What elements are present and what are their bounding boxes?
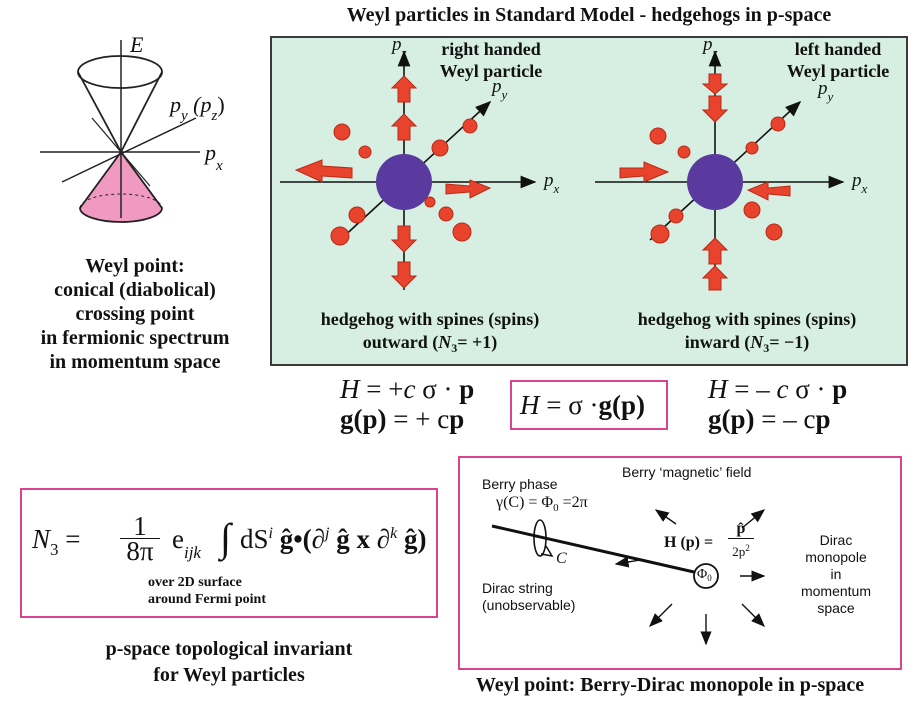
left-caption-line2: inward (N3= −1) — [684, 332, 810, 355]
over-line1: over 2D surface — [148, 575, 242, 590]
integral-sign: ∫ — [220, 515, 231, 560]
monopole-circle — [693, 563, 719, 589]
left-pz-sub: z — [712, 45, 718, 60]
right-hedgehog-caption: hedgehog with spines (spins) outward (N3… — [300, 308, 560, 360]
main-title: Weyl particles in Standard Model - hedge… — [346, 4, 832, 26]
right-title-line1: right handed — [441, 39, 541, 59]
invariant-box — [20, 488, 438, 618]
cone-axis-px: px — [205, 140, 223, 175]
cone-py-sub: y — [181, 108, 188, 124]
dirac-monopole-label: Dirac monopole in momentum space — [800, 532, 872, 616]
invariant-denominator: 8π — [126, 536, 154, 566]
cone-pz-paren: (p — [193, 92, 212, 117]
right-handed-title: right handed Weyl particle — [426, 38, 556, 82]
left-pz-label: pz — [703, 34, 718, 61]
cone-py: p — [170, 92, 181, 117]
left-px-sub: x — [861, 181, 868, 196]
center-hamiltonian: H = σ ·g(p) — [520, 390, 646, 420]
cone-pz-sub: z — [211, 108, 218, 124]
left-title-line2: Weyl particle — [786, 61, 890, 81]
right-py-sub: y — [501, 87, 508, 102]
invariant-caption-line2: for Weyl particles — [153, 664, 305, 686]
left-px-label: px — [852, 170, 867, 197]
berry-phase-formula: γ(C) = Φ0 =2π — [496, 494, 588, 514]
berry-h-formula: H (p) = — [664, 534, 714, 551]
berry-field-title: Berry ‘magnetic’ field — [622, 464, 752, 480]
weyl-caption-line: crossing point — [75, 303, 195, 325]
right-caption-line2: outward (N3= +1) — [362, 332, 498, 355]
right-px-label: px — [544, 170, 559, 197]
cone-pz-close: ) — [217, 92, 225, 117]
weyl-caption-line: in fermionic spectrum — [40, 327, 230, 349]
berry-caption: Weyl point: Berry-Dirac monopole in p-sp… — [475, 674, 865, 696]
loop-c-label: C — [556, 550, 567, 567]
right-caption-line1: hedgehog with spines (spins) — [320, 309, 540, 329]
invariant-over-text: over 2D surface around Fermi point — [148, 574, 266, 608]
weyl-point-caption: Weyl point: conical (diabolical) crossin… — [0, 254, 270, 374]
dirac-string-label: Dirac string (unobservable) — [482, 580, 576, 613]
left-caption-line1: hedgehog with spines (spins) — [637, 309, 857, 329]
right-core — [376, 154, 432, 210]
cone-axis-e: E — [130, 32, 144, 57]
n3-symbol: N — [32, 524, 51, 554]
left-hedgehog-caption: hedgehog with spines (spins) inward (N3=… — [612, 308, 882, 360]
monopole-label: Φ0 — [697, 567, 712, 583]
left-px: p — [852, 170, 862, 191]
dirac-string-line — [491, 524, 695, 574]
weyl-caption-line: Weyl point: — [85, 255, 185, 277]
right-pz: p — [392, 34, 402, 55]
cone-px-sub: x — [216, 158, 223, 174]
right-g-function: g(p) = + cp — [340, 404, 465, 434]
weyl-caption-line: conical (diabolical) — [54, 279, 216, 301]
right-py-label: py — [492, 76, 507, 103]
right-title-line2: Weyl particle — [439, 61, 543, 81]
right-hamiltonian: H = +c σ · p — [340, 374, 475, 404]
left-pz: p — [703, 34, 713, 55]
cone-axis-py-pz: py (pz) — [170, 92, 225, 125]
left-handed-title: left handed Weyl particle — [768, 38, 908, 82]
left-title-line1: left handed — [794, 39, 882, 59]
center-hamiltonian-box — [510, 380, 668, 430]
invariant-formula: N3 = 1 8π eijk ∫ dSi ĝ•(∂j ĝ x ∂k ĝ) — [32, 511, 427, 566]
right-hedgehog — [280, 50, 537, 290]
left-g-function: g(p) = – cp — [708, 404, 831, 434]
invariant-numerator: 1 — [120, 513, 160, 540]
right-px: p — [544, 170, 554, 191]
left-py: p — [818, 78, 828, 99]
left-py-label: py — [818, 78, 833, 105]
weyl-caption-line: in momentum space — [49, 351, 221, 373]
right-pz-sub: z — [401, 45, 407, 60]
left-core — [687, 154, 743, 210]
left-hamiltonian: H = – c σ · p — [708, 374, 848, 404]
right-py: p — [492, 76, 502, 97]
left-hedgehog — [595, 50, 845, 291]
over-line2: around Fermi point — [148, 592, 266, 607]
invariant-caption-line1: p-space topological invariant — [105, 638, 353, 660]
right-pz-label: pz — [392, 34, 407, 61]
berry-box — [458, 456, 902, 670]
berry-phase-title: Berry phase — [482, 476, 558, 492]
left-py-sub: y — [827, 89, 834, 104]
hedgehog-panel — [270, 36, 908, 366]
cone-px: p — [205, 140, 216, 165]
right-px-sub: x — [553, 181, 560, 196]
berry-h-fraction: p̂ 2p2 — [728, 520, 754, 561]
invariant-caption: p-space topological invariant for Weyl p… — [20, 636, 438, 688]
